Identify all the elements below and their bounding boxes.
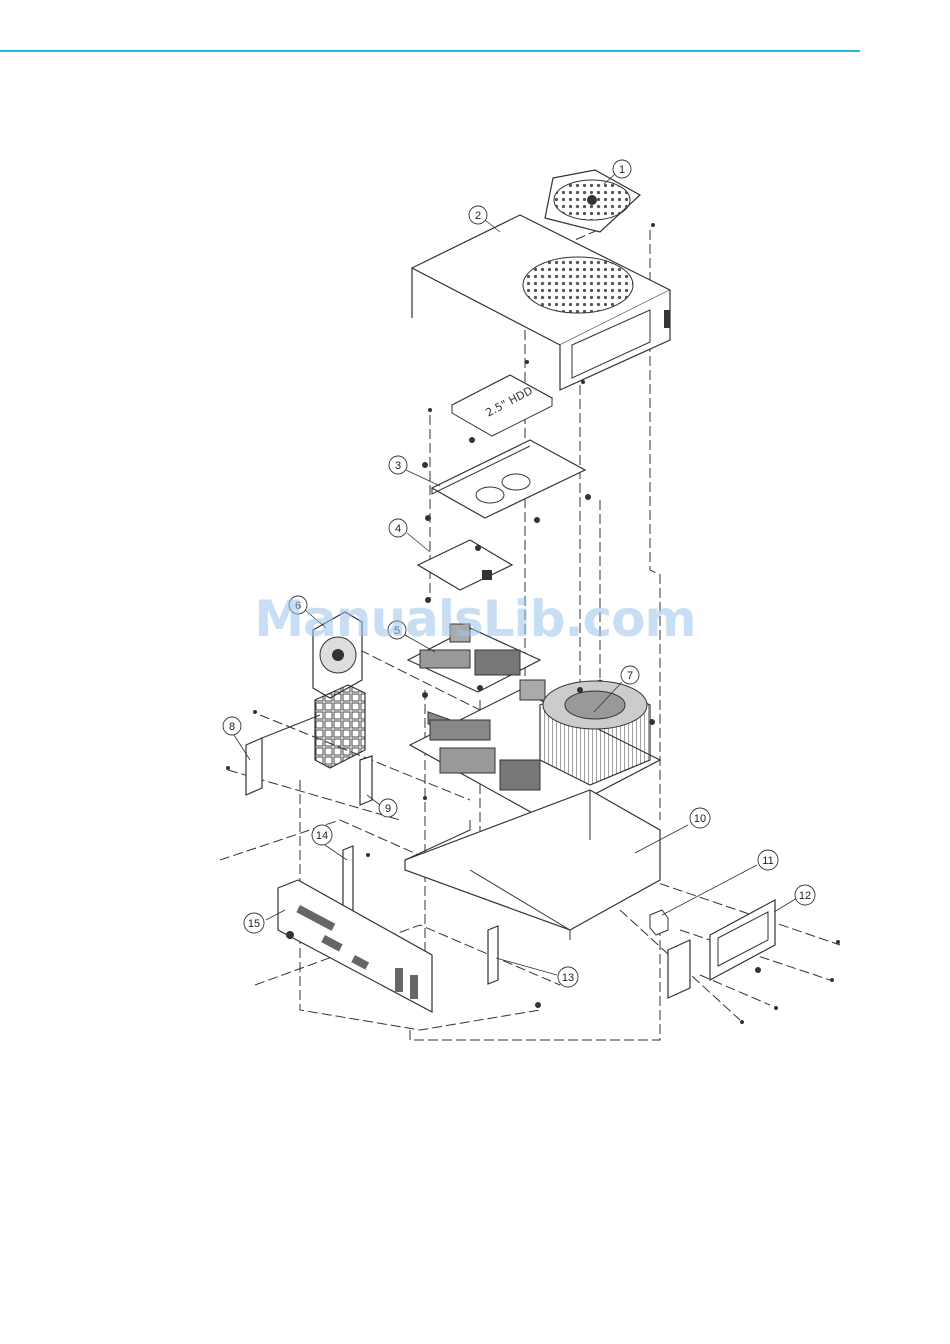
top-cover — [412, 215, 670, 390]
mounting-clip — [650, 910, 668, 935]
callout-8: 8 — [223, 717, 241, 735]
rear-bracket — [668, 940, 690, 998]
callout-7-label: 7 — [627, 670, 633, 682]
callout-4-label: 4 — [395, 523, 401, 535]
callout-1: 1 — [613, 160, 631, 178]
chassis-base — [405, 790, 660, 940]
callout-12-label: 12 — [799, 890, 811, 902]
center-bracket — [488, 926, 498, 984]
fan-guard — [315, 685, 365, 768]
callout-7: 7 — [621, 666, 639, 684]
callout-12: 12 — [795, 885, 815, 905]
callout-2-label: 2 — [475, 210, 481, 222]
callout-14: 14 — [312, 825, 332, 845]
callout-10-label: 10 — [694, 813, 706, 825]
callout-13-label: 13 — [562, 972, 574, 984]
callout-11-label: 11 — [762, 855, 773, 867]
hdd-bracket — [432, 440, 585, 518]
callout-14-label: 14 — [316, 830, 328, 842]
callout-8-label: 8 — [229, 721, 235, 733]
callout-15-label: 15 — [248, 918, 260, 930]
callout-1-label: 1 — [619, 164, 625, 176]
callout-9-label: 9 — [385, 803, 391, 815]
left-bracket — [246, 715, 320, 795]
callout-2: 2 — [469, 206, 487, 224]
callout-13: 13 — [558, 967, 578, 987]
callout-3-label: 3 — [395, 460, 401, 472]
callout-10: 10 — [690, 808, 710, 828]
callout-9: 9 — [379, 799, 397, 817]
io-shield — [278, 880, 432, 1012]
callout-3: 3 — [389, 456, 407, 474]
callout-4: 4 — [389, 519, 407, 537]
callout-11: 11 — [758, 850, 778, 870]
callout-15: 15 — [244, 913, 264, 933]
hard-disk-drive: 2.5" HDD — [452, 375, 552, 436]
fan-grill — [545, 170, 640, 232]
watermark: ManualsLib.com — [0, 590, 950, 648]
